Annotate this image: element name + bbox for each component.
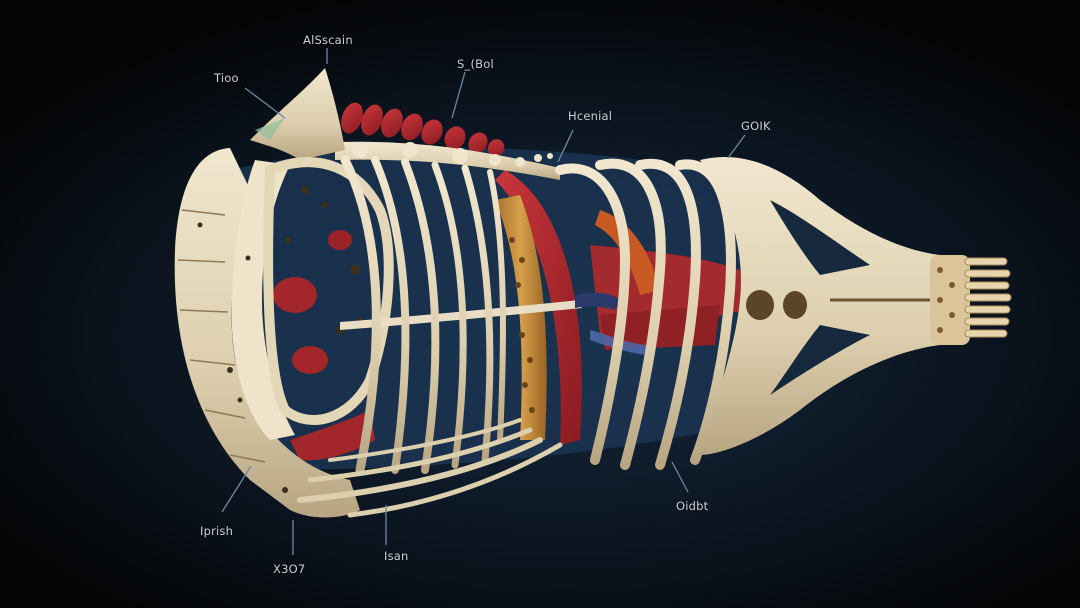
label-bottom-left: Iprish [200, 524, 234, 538]
vertebral-column [495, 195, 547, 440]
left-shell [174, 148, 360, 518]
tail-fringe [930, 255, 1012, 345]
label-top-center: AlSscain [303, 33, 353, 47]
blue-joint [575, 292, 620, 310]
leader-lines [221, 48, 746, 555]
red-organ-3 [328, 230, 352, 250]
spine-bar [335, 141, 560, 180]
red-organ-2 [292, 346, 328, 374]
label-bottom-right: Oidbt [676, 499, 709, 513]
label-top-spine: S_(Bol [457, 57, 494, 71]
ribs-left [340, 155, 506, 475]
ribs-right [555, 158, 736, 470]
green-accent [255, 118, 285, 140]
shell-plates [177, 209, 266, 463]
tail-bone-hole-1 [746, 290, 774, 320]
tail-bone [700, 156, 940, 456]
crest [250, 68, 345, 160]
label-bottom-left-2: X3O7 [273, 562, 306, 576]
red-muscle-bottom-left [290, 410, 375, 461]
tail-bone-window-bottom [770, 325, 870, 395]
red-muscle-mid [495, 170, 582, 445]
spine-knobs [352, 142, 553, 167]
ribs-lower-sweep [297, 418, 563, 518]
left-pillar [231, 160, 295, 440]
tail-bone-window-top [770, 200, 870, 275]
tail-bone-hole-2 [783, 291, 807, 319]
red-organ-1 [273, 277, 317, 313]
label-mid-top: Hcenial [568, 109, 613, 123]
label-right-top: GOIK [741, 119, 771, 133]
label-bottom-mid: Isan [384, 549, 409, 563]
spinal-muscles [341, 102, 505, 157]
label-top-left: Tioo [214, 71, 239, 85]
bone-pores [197, 186, 363, 493]
